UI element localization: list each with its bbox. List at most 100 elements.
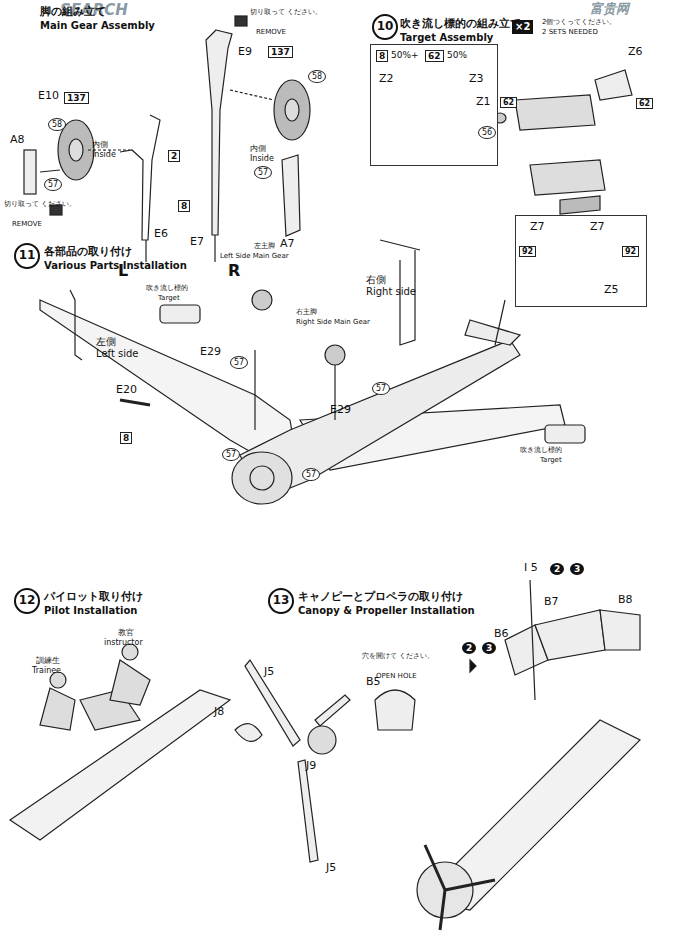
part-label: 教官 [118, 628, 134, 637]
part-label: B8 [618, 594, 633, 607]
step-title: Canopy & Propeller Installation [298, 605, 475, 617]
paint-callout: 57 [230, 356, 248, 369]
part-label: 2 SETS NEEDED [542, 28, 598, 36]
part-label: E29 [330, 404, 351, 417]
paint-callout: 137 [64, 92, 89, 104]
step-reference: 2 [550, 563, 564, 575]
paint-callout: 62 [425, 50, 444, 62]
part-label: REMOVE [256, 28, 286, 36]
part-label: J8 [214, 706, 224, 719]
part-label: Left side [96, 348, 138, 360]
part-label: 右主脚 [296, 308, 317, 316]
step-reference: 3 [482, 642, 496, 654]
paint-callout: 62 [636, 98, 653, 109]
part-label: Trainee [32, 666, 61, 675]
part-label: 吹き流し標的 [146, 284, 188, 292]
part-label: 2個つくってください。 [542, 18, 616, 26]
part-label: 内側 [250, 144, 266, 153]
part-label: 左側 [96, 336, 116, 348]
part-label: Z7 [590, 221, 605, 234]
quantity-mark: ×2 [512, 20, 533, 34]
paint-callout: 57 [254, 166, 272, 179]
part-label: 50% [447, 50, 467, 60]
paint-callout: 58 [308, 70, 326, 83]
part-label: Target [158, 294, 180, 302]
step-title: キャノピーとプロペラの取り付け [298, 591, 463, 604]
part-label: B6 [494, 628, 509, 641]
part-label: 内側 [92, 140, 108, 149]
paint-callout: 92 [519, 246, 536, 257]
watermark: 富贵网 [590, 2, 629, 17]
part-label: A8 [10, 134, 25, 147]
part-label: 穴を開けて ください。 [362, 652, 434, 660]
paint-callout: 57 [222, 448, 240, 461]
part-label: B7 [544, 596, 559, 609]
part-label: E9 [238, 46, 252, 59]
part-label: Right side [366, 286, 416, 298]
part-label: 右側 [366, 274, 386, 286]
part-label: Z6 [628, 46, 643, 59]
part-label: Z3 [469, 73, 484, 86]
paint-callout: 62 [500, 97, 517, 108]
part-label: Z7 [530, 221, 545, 234]
step-title: Various Parts Installation [44, 260, 187, 272]
step-number-circle: 11 [14, 243, 40, 269]
part-label: E7 [190, 236, 204, 249]
paint-callout: 2 [168, 150, 180, 162]
step-title: 各部品の取り付け [44, 246, 132, 259]
step-title: 脚の組み立て [40, 6, 106, 19]
paint-callout: 92 [622, 246, 639, 257]
part-label: 50%+ [391, 50, 419, 60]
part-label: A7 [280, 238, 295, 251]
step-number: 13 [273, 594, 290, 608]
step-title: パイロット取り付け [44, 591, 143, 604]
step-reference: 2 [462, 642, 476, 654]
paint-callout: 57 [372, 382, 390, 395]
step-title: Target Assembly [400, 32, 493, 44]
part-label: Z5 [604, 284, 619, 297]
part-label: E6 [154, 228, 168, 241]
step-title: Main Gear Assembly [40, 20, 155, 32]
step-number-circle: 13 [268, 588, 294, 614]
part-label: E20 [116, 384, 137, 397]
paint-callout: 8 [178, 200, 190, 212]
step-title: 吹き流し標的の組み立て [400, 18, 521, 31]
paint-callout: 57 [302, 468, 320, 481]
part-label: Right Side Main Gear [296, 318, 370, 326]
part-label: Z2 [379, 73, 394, 86]
part-label: Inside [250, 154, 274, 163]
part-label: Z1 [476, 96, 491, 109]
step-number-circle: 10 [372, 14, 398, 40]
step-reference: 3 [570, 563, 584, 575]
paint-callout: 8 [376, 50, 388, 62]
step-title: Pilot Installation [44, 605, 137, 617]
part-label: E10 [38, 90, 59, 103]
part-label: J5 [326, 862, 336, 875]
paint-callout: 8 [120, 432, 132, 444]
part-label: Left Side Main Gear [220, 252, 289, 260]
side-mark: R [228, 262, 240, 280]
part-label: instructor [104, 638, 143, 647]
paint-callout: 58 [48, 118, 66, 131]
part-label: J9 [306, 760, 316, 773]
part-label: J5 [264, 666, 274, 679]
part-label: 吹き流し標的 [520, 446, 562, 454]
part-label: Target [540, 456, 562, 464]
step-number: 11 [19, 249, 36, 263]
part-label: 左主脚 [254, 242, 275, 250]
part-label: REMOVE [12, 220, 42, 228]
part-label: Inside [92, 150, 116, 159]
part-label: E29 [200, 346, 221, 359]
step-number: 12 [19, 594, 36, 608]
part-label: 訓練生 [36, 656, 60, 665]
part-label: 切り取って ください。 [250, 8, 322, 16]
inset-box: Z7 Z7 92 92Z5 [515, 215, 647, 307]
part-label: 切り取って ください。 [4, 200, 76, 208]
paint-callout: 57 [44, 178, 62, 191]
step-number: 10 [377, 20, 394, 34]
step-number-circle: 12 [14, 588, 40, 614]
part-label: I 5 [524, 562, 538, 575]
part-label: OPEN HOLE [376, 672, 417, 680]
paint-callout: 137 [268, 46, 293, 58]
